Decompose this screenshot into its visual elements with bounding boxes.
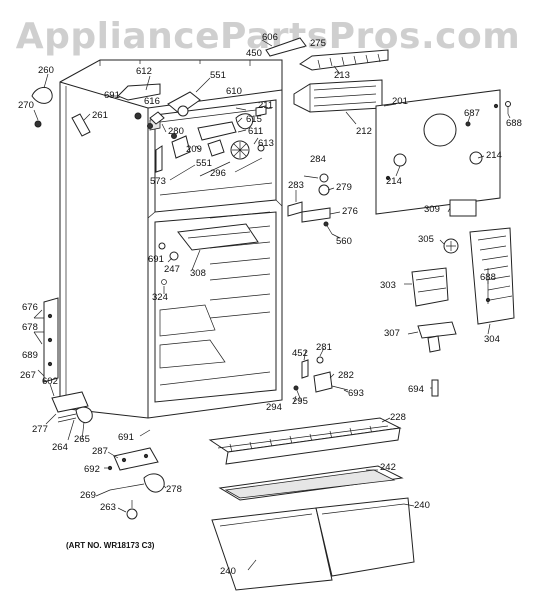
label-283: 283 bbox=[288, 180, 304, 191]
label-693: 693 bbox=[348, 388, 364, 399]
label-279: 279 bbox=[336, 182, 352, 193]
label-560: 560 bbox=[336, 236, 352, 247]
label-276: 276 bbox=[342, 206, 358, 217]
ice-mechanism bbox=[265, 37, 389, 113]
label-282: 282 bbox=[338, 370, 354, 381]
label-691: 691 bbox=[118, 432, 134, 443]
label-265: 265 bbox=[74, 434, 90, 445]
leader-lines bbox=[33, 39, 511, 571]
label-452: 452 bbox=[292, 348, 308, 359]
label-688: 688 bbox=[480, 272, 496, 283]
label-213: 213 bbox=[334, 70, 350, 81]
bottom-hinge-parts bbox=[107, 447, 165, 520]
label-275: 275 bbox=[310, 38, 326, 49]
label-214: 214 bbox=[386, 176, 402, 187]
label-270: 270 bbox=[18, 100, 34, 111]
label-309: 309 bbox=[424, 204, 440, 215]
label-613: 613 bbox=[258, 138, 274, 149]
control-parts bbox=[158, 173, 333, 285]
label-294: 294 bbox=[266, 402, 282, 413]
label-261: 261 bbox=[92, 110, 108, 121]
label-611: 611 bbox=[248, 126, 263, 137]
label-280: 280 bbox=[168, 126, 184, 137]
label-602: 602 bbox=[42, 376, 58, 387]
label-303: 303 bbox=[380, 280, 396, 291]
label-694: 694 bbox=[408, 384, 424, 395]
label-691: 691 bbox=[104, 90, 120, 101]
label-284: 284 bbox=[310, 154, 326, 165]
label-201: 201 bbox=[392, 96, 408, 107]
label-616: 616 bbox=[144, 96, 160, 107]
label-676: 676 bbox=[22, 302, 38, 313]
label-212: 212 bbox=[356, 126, 372, 137]
label-324: 324 bbox=[152, 292, 168, 303]
label-692: 692 bbox=[84, 464, 100, 475]
label-612: 612 bbox=[136, 66, 152, 77]
label-211: 211 bbox=[258, 100, 273, 111]
art-number: (ART NO. WR18173 C3) bbox=[66, 541, 155, 550]
part-number-labels: 260 270 261 612 691 616 551 610 615 280 … bbox=[18, 32, 522, 577]
label-551: 551 bbox=[210, 70, 226, 81]
label-240: 240 bbox=[220, 566, 236, 577]
label-277: 277 bbox=[32, 424, 48, 435]
label-606: 606 bbox=[262, 32, 278, 43]
label-264: 264 bbox=[52, 442, 68, 453]
fan-housing bbox=[411, 227, 515, 353]
label-296: 296 bbox=[210, 168, 226, 179]
label-281: 281 bbox=[316, 342, 332, 353]
label-551: 551 bbox=[196, 158, 212, 169]
label-209: 209 bbox=[186, 144, 202, 155]
label-247: 247 bbox=[164, 264, 180, 275]
shelves-and-drawers bbox=[208, 417, 415, 591]
label-610: 610 bbox=[226, 86, 242, 97]
label-308: 308 bbox=[190, 268, 206, 279]
label-269: 269 bbox=[80, 490, 96, 501]
label-260: 260 bbox=[38, 65, 54, 76]
label-688: 688 bbox=[506, 118, 522, 129]
evaporator-cover-panel bbox=[375, 89, 511, 217]
label-678: 678 bbox=[22, 322, 38, 333]
label-304: 304 bbox=[484, 334, 500, 345]
label-214: 214 bbox=[486, 150, 502, 161]
label-287: 287 bbox=[92, 446, 108, 457]
label-242: 242 bbox=[380, 462, 396, 473]
label-278: 278 bbox=[166, 484, 182, 495]
label-450: 450 bbox=[246, 48, 262, 59]
label-305: 305 bbox=[418, 234, 434, 245]
label-689: 689 bbox=[22, 350, 38, 361]
label-228: 228 bbox=[390, 412, 406, 423]
label-691: 691 bbox=[148, 254, 164, 265]
door-stop-parts bbox=[293, 356, 439, 399]
label-687: 687 bbox=[464, 108, 480, 119]
label-295: 295 bbox=[292, 396, 308, 407]
label-263: 263 bbox=[100, 502, 116, 513]
label-615: 615 bbox=[246, 114, 262, 125]
label-307: 307 bbox=[384, 328, 400, 339]
label-267: 267 bbox=[20, 370, 36, 381]
left-hinge-parts bbox=[31, 87, 93, 424]
top-components bbox=[117, 83, 267, 173]
label-573: 573 bbox=[150, 176, 166, 187]
label-240: 240 bbox=[414, 500, 430, 511]
